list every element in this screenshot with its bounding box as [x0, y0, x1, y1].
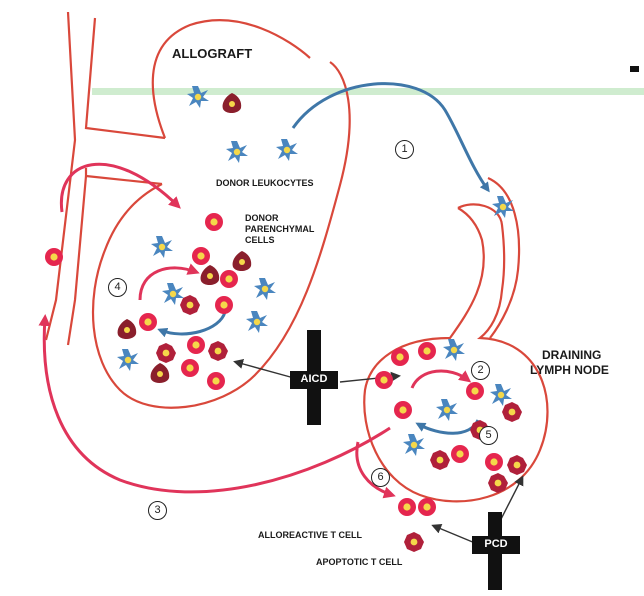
draining-label-line2: LYMPH NODE [530, 363, 609, 377]
donor-leukocytes-label: DONOR LEUKOCYTES [216, 178, 314, 188]
apoptotic-tcell-label: APOPTOTIC T CELL [316, 557, 403, 567]
leukocyte-cell [403, 434, 425, 456]
tcell [207, 372, 225, 390]
leukocyte-cell [443, 339, 465, 361]
aicd-label: AICD [300, 373, 328, 385]
parenchymal-cell [117, 319, 137, 340]
allograft-outline [91, 19, 351, 409]
arrow-step4-red [138, 263, 200, 301]
lymph-node-outline [363, 203, 549, 503]
tcell [394, 401, 412, 419]
arrow-step5-blue [415, 419, 480, 435]
leukocyte-cell [151, 236, 173, 258]
tcell-in-vessel [45, 248, 63, 266]
tcell [205, 213, 223, 231]
leukocyte-cell [436, 399, 458, 421]
legend-tcell [418, 498, 436, 516]
legend-tcell [398, 498, 416, 516]
parenchymal-cell [150, 363, 170, 384]
leukocyte-cell [162, 283, 184, 305]
aicd-cross [290, 330, 338, 425]
leukocyte-cell [492, 196, 514, 218]
tcell [215, 296, 233, 314]
leukocyte-cell [226, 141, 248, 163]
pcd-cross [472, 512, 520, 590]
tcell [485, 453, 503, 471]
background-band [92, 88, 644, 95]
arrow-step2-red [410, 369, 472, 389]
parenchymal-cell [222, 93, 242, 114]
legend-apoptotic-cell [404, 532, 424, 552]
corner-mark [630, 66, 639, 72]
step-4-badge: 4 [108, 278, 127, 297]
arrow-step4-blue [157, 311, 227, 338]
step-6-badge: 6 [371, 468, 390, 487]
apoptotic-cell [502, 402, 522, 422]
arrow-pcd-apop [431, 524, 476, 544]
step-2-badge: 2 [471, 361, 490, 380]
alloreactive-tcell-label: ALLOREACTIVE T CELL [258, 530, 362, 540]
leukocyte-cell [276, 139, 298, 161]
apoptotic-cell [507, 455, 527, 475]
leukocyte-cell [246, 311, 268, 333]
blood-vessel [44, 11, 166, 346]
donor-parenchymal-label-line1: DONOR [245, 213, 279, 223]
tcell [139, 313, 157, 331]
tcell [220, 270, 238, 288]
tcell [181, 359, 199, 377]
arrow-step6 [355, 441, 396, 499]
arrow-aicd-graft [233, 359, 295, 379]
step-3-badge: 3 [148, 501, 167, 520]
donor-parenchymal-label-line3: CELLS [245, 235, 275, 245]
tcell [466, 382, 484, 400]
leukocyte-cell [490, 384, 512, 406]
apoptotic-cell [156, 343, 176, 363]
arrow-vessel-to-graft [59, 162, 181, 213]
pcd-label: PCD [484, 538, 508, 550]
tcell [391, 348, 409, 366]
arrow-step3 [38, 314, 391, 494]
step-5-badge: 5 [479, 426, 498, 445]
apoptotic-cell [488, 473, 508, 493]
leukocyte-cell [117, 349, 139, 371]
parenchymal-cell [200, 265, 220, 286]
apoptotic-cell [208, 341, 228, 361]
donor-parenchymal-label-line2: PARENCHYMAL [245, 224, 315, 234]
allograft-label: ALLOGRAFT [172, 46, 253, 61]
arrow-step1 [291, 82, 490, 193]
parenchymal-cell [232, 251, 252, 272]
tcell [418, 342, 436, 360]
apoptotic-cell [430, 450, 450, 470]
tcell [451, 445, 469, 463]
tcell [192, 247, 210, 265]
tcell [187, 336, 205, 354]
draining-label-line1: DRAINING [542, 348, 602, 362]
apoptotic-cell [180, 295, 200, 315]
step-1-badge: 1 [395, 140, 414, 159]
lymph-vessel-in [487, 176, 521, 339]
tcell [375, 371, 393, 389]
leukocyte-cell [254, 278, 276, 300]
